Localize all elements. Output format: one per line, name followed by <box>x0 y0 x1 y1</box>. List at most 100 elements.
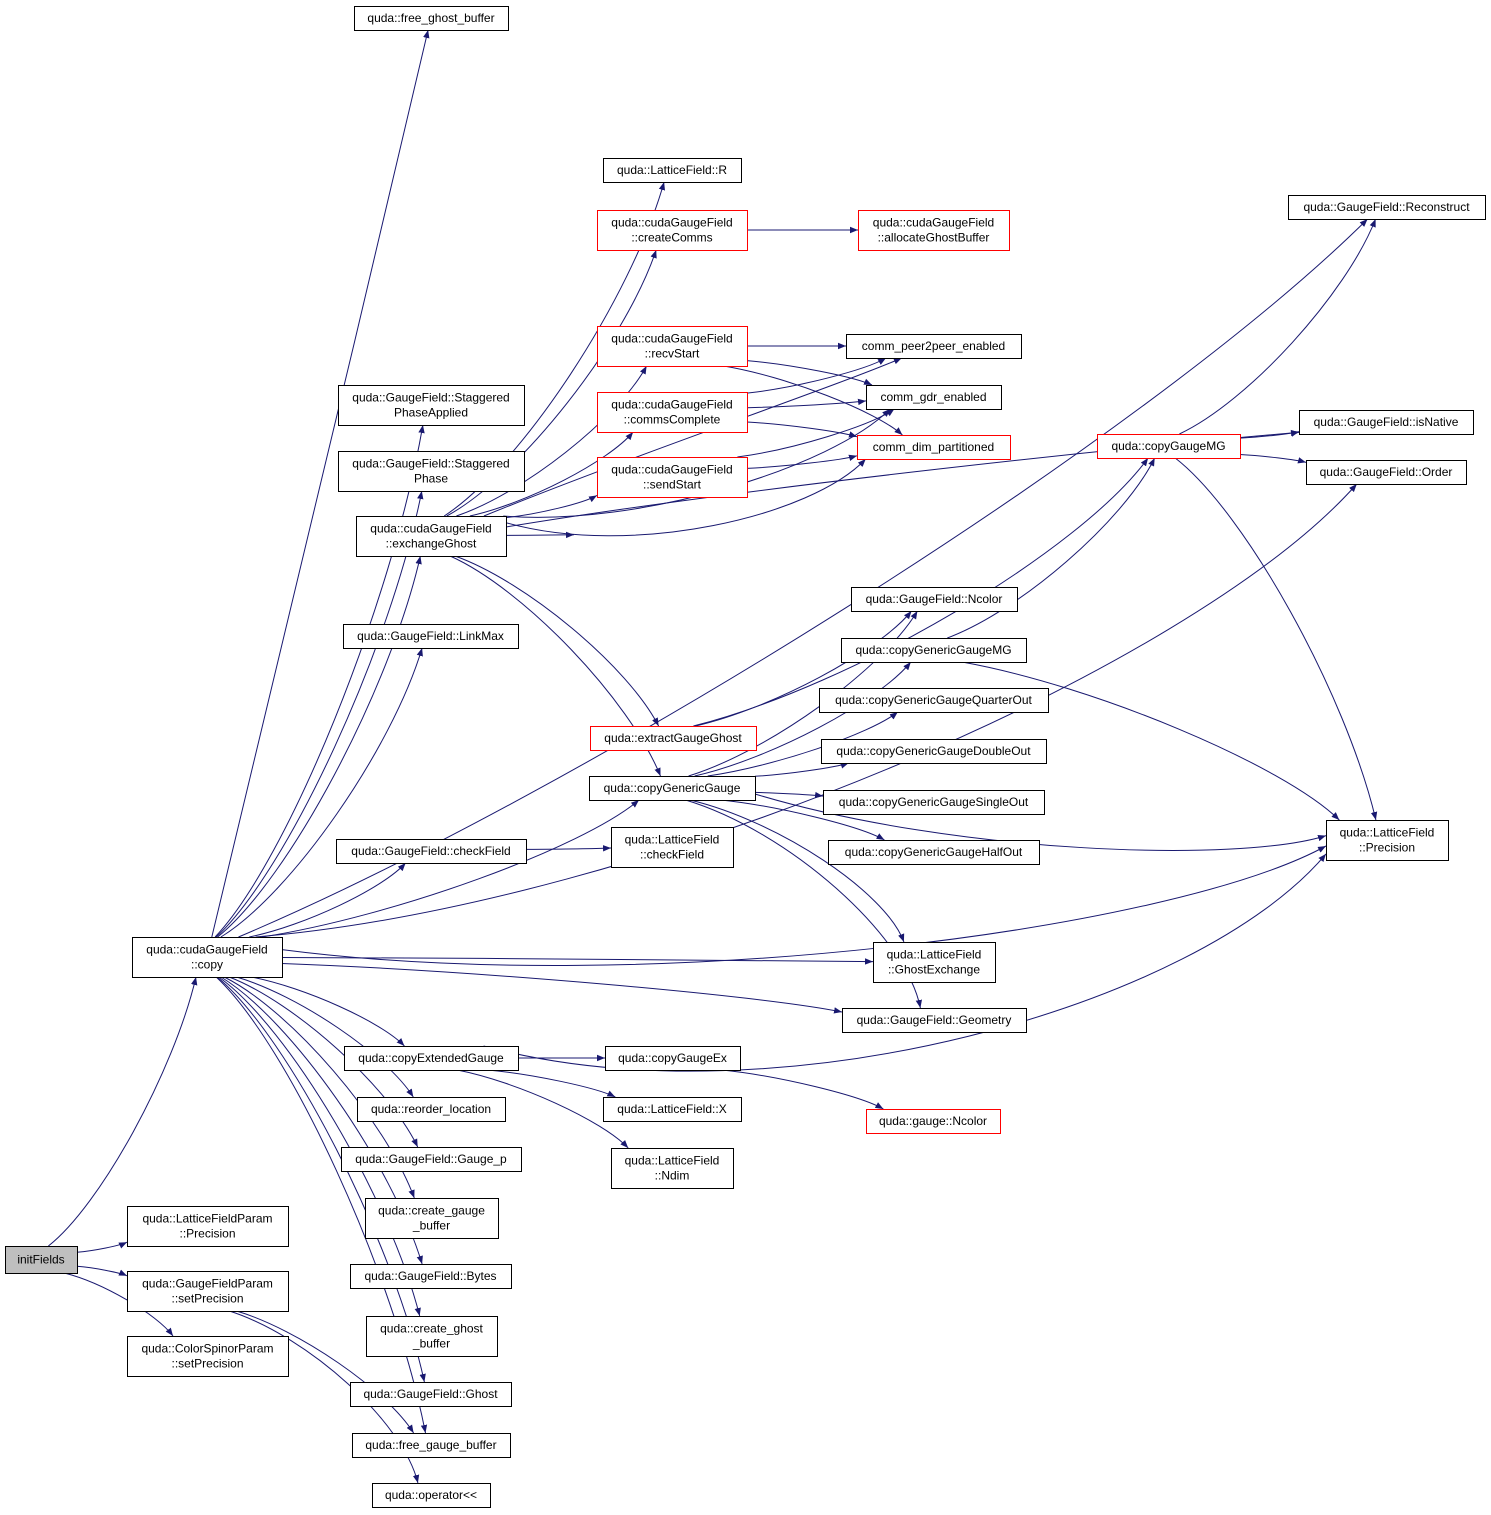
edge-copy-generic-gauge-to-copy-generic-gauge-mg <box>694 661 912 777</box>
node-label: comm_dim_partitioned <box>873 440 994 454</box>
node-label: quda::copyGenericGaugeQuarterOut <box>835 693 1032 707</box>
node-cgg-single-out[interactable]: quda::copyGenericGaugeSingleOut <box>823 790 1045 815</box>
node-label: quda::copyGenericGaugeHalfOut <box>845 845 1023 859</box>
node-gf-geometry[interactable]: quda::GaugeField::Geometry <box>842 1008 1027 1033</box>
node-box <box>842 1008 1027 1033</box>
edge-copy-to-gf-order <box>255 483 1358 938</box>
node-gf-ncolor[interactable]: quda::GaugeField::Ncolor <box>851 587 1018 612</box>
node-label: ::commsComplete <box>624 413 721 427</box>
node-lf-precision[interactable]: quda::LatticeField::Precision <box>1326 820 1449 861</box>
node-gauge-p[interactable]: quda::GaugeField::Gauge_p <box>341 1147 522 1172</box>
node-lf-x[interactable]: quda::LatticeField::X <box>603 1097 742 1122</box>
node-box <box>597 457 748 498</box>
edge-exchange-ghost-to-extract-gauge-ghost <box>454 555 660 727</box>
edge-initFields-to-csp-setprecision <box>64 1272 174 1337</box>
edge-copy-to-check-field <box>249 862 406 938</box>
node-cgg-quarter-out[interactable]: quda::copyGenericGaugeQuarterOut <box>819 688 1049 713</box>
edge-comms-complete-to-comm-peer2peer-enabled <box>746 357 887 394</box>
node-label: quda::copyExtendedGauge <box>358 1051 504 1065</box>
node-comm-gdr-enabled[interactable]: comm_gdr_enabled <box>866 385 1002 410</box>
edge-copy-generic-gauge-to-cgg-quarter-out <box>707 711 899 777</box>
edge-gfp-setprecision-to-operator-ll <box>229 1310 420 1484</box>
node-label: quda::ColorSpinorParam <box>141 1342 273 1356</box>
node-label: quda::copyGenericGaugeMG <box>855 643 1011 657</box>
node-lf-ndim[interactable]: quda::LatticeField::Ndim <box>611 1148 734 1189</box>
node-ghost[interactable]: quda::GaugeField::Ghost <box>350 1382 512 1407</box>
node-reorder-location[interactable]: quda::reorder_location <box>357 1097 506 1122</box>
node-box <box>611 827 734 868</box>
node-comm-dim-partitioned[interactable]: comm_dim_partitioned <box>857 435 1011 460</box>
node-label: quda::operator<< <box>385 1488 477 1502</box>
node-copy-extended-gauge[interactable]: quda::copyExtendedGauge <box>344 1046 519 1071</box>
node-copy[interactable]: quda::cudaGaugeField::copy <box>132 937 283 978</box>
node-gf-order[interactable]: quda::GaugeField::Order <box>1306 460 1467 485</box>
node-label: quda::GaugeField::Gauge_p <box>355 1152 507 1166</box>
node-gf-reconstruct[interactable]: quda::GaugeField::Reconstruct <box>1288 195 1486 220</box>
edge-copy-generic-gauge-mg-to-copy-gauge-mg <box>947 457 1156 639</box>
node-gauge-ncolor[interactable]: quda::gauge::Ncolor <box>866 1109 1001 1134</box>
node-comms-complete[interactable]: quda::cudaGaugeField::commsComplete <box>597 392 748 433</box>
node-initFields[interactable]: initFields <box>5 1246 78 1274</box>
edge-copy-to-free-gauge-buffer <box>215 976 428 1434</box>
node-allocate-ghost-buffer[interactable]: quda::cudaGaugeField::allocateGhostBuffe… <box>858 210 1010 251</box>
node-lfp-precision[interactable]: quda::LatticeFieldParam::Precision <box>127 1206 289 1247</box>
node-label: quda::copyGaugeEx <box>618 1051 727 1065</box>
node-cgg-double-out[interactable]: quda::copyGenericGaugeDoubleOut <box>821 739 1047 764</box>
edge-copy-generic-gauge-to-lf-ghost-exchange <box>689 799 905 943</box>
node-label: comm_gdr_enabled <box>880 390 986 404</box>
node-label: quda::copyGaugeMG <box>1111 439 1225 453</box>
node-label: ::Ndim <box>655 1169 690 1183</box>
node-copy-gauge-mg[interactable]: quda::copyGaugeMG <box>1097 434 1241 459</box>
node-free-gauge-buffer[interactable]: quda::free_gauge_buffer <box>352 1433 511 1458</box>
node-link-max[interactable]: quda::GaugeField::LinkMax <box>343 624 519 649</box>
node-label: ::copy <box>191 958 223 972</box>
node-csp-setprecision[interactable]: quda::ColorSpinorParam::setPrecision <box>127 1336 289 1377</box>
node-bytes[interactable]: quda::GaugeField::Bytes <box>350 1264 512 1289</box>
node-label: quda::LatticeField <box>625 1154 720 1168</box>
node-lf-check-field[interactable]: quda::LatticeField::checkField <box>611 827 734 868</box>
node-free-ghost-buffer[interactable]: quda::free_ghost_buffer <box>354 6 509 31</box>
node-label: ::GhostExchange <box>888 963 980 977</box>
node-label: quda::copyGenericGaugeSingleOut <box>839 795 1029 809</box>
node-label: quda::gauge::Ncolor <box>879 1114 987 1128</box>
node-box <box>821 739 1047 764</box>
node-copy-generic-gauge[interactable]: quda::copyGenericGauge <box>589 776 756 801</box>
node-lf-r[interactable]: quda::LatticeField::R <box>603 158 742 183</box>
node-box <box>603 1097 742 1122</box>
edge-gfp-setprecision-to-free-gauge-buffer <box>236 1310 415 1434</box>
node-recv-start[interactable]: quda::cudaGaugeField::recvStart <box>597 326 748 367</box>
node-cgg-half-out[interactable]: quda::copyGenericGaugeHalfOut <box>828 840 1040 865</box>
node-gf-is-native[interactable]: quda::GaugeField::isNative <box>1299 410 1474 435</box>
node-box <box>1097 434 1241 459</box>
node-gfp-setprecision[interactable]: quda::GaugeFieldParam::setPrecision <box>127 1271 289 1312</box>
node-label: quda::GaugeField::Reconstruct <box>1303 200 1470 214</box>
node-box <box>828 840 1040 865</box>
node-label: quda::reorder_location <box>371 1102 491 1116</box>
node-copy-generic-gauge-mg[interactable]: quda::copyGenericGaugeMG <box>841 638 1027 663</box>
node-label: ::checkField <box>640 848 704 862</box>
node-box <box>1326 820 1449 861</box>
node-label: quda::cudaGaugeField <box>611 463 732 477</box>
node-send-start[interactable]: quda::cudaGaugeField::sendStart <box>597 457 748 498</box>
node-check-field[interactable]: quda::GaugeField::checkField <box>336 839 527 864</box>
node-label: quda::create_ghost <box>380 1322 483 1336</box>
node-lf-ghost-exchange[interactable]: quda::LatticeField::GhostExchange <box>873 942 996 983</box>
node-extract-gauge-ghost[interactable]: quda::extractGaugeGhost <box>590 726 757 751</box>
edge-copy-to-gf-geometry <box>281 963 843 1014</box>
node-create-comms[interactable]: quda::cudaGaugeField::createComms <box>597 210 748 251</box>
node-create-gauge-buffer[interactable]: quda::create_gauge_buffer <box>365 1198 499 1239</box>
node-label: ::createComms <box>631 231 712 245</box>
node-box <box>354 6 509 31</box>
node-exchange-ghost[interactable]: quda::cudaGaugeField::exchangeGhost <box>356 516 507 557</box>
edge-exchange-ghost-to-qudaStreamSync <box>505 531 575 539</box>
edge-extract-gauge-ghost-to-gf-ncolor <box>695 610 912 727</box>
node-label: ::setPrecision <box>171 1292 243 1306</box>
node-operator-ll[interactable]: quda::operator<< <box>372 1483 491 1508</box>
node-copy-gauge-ex[interactable]: quda::copyGaugeEx <box>605 1046 741 1071</box>
node-comm-peer2peer-enabled[interactable]: comm_peer2peer_enabled <box>846 334 1022 359</box>
node-create-ghost-buffer[interactable]: quda::create_ghost_buffer <box>366 1316 498 1357</box>
node-label: quda::free_ghost_buffer <box>367 11 494 25</box>
node-box <box>127 1271 289 1312</box>
